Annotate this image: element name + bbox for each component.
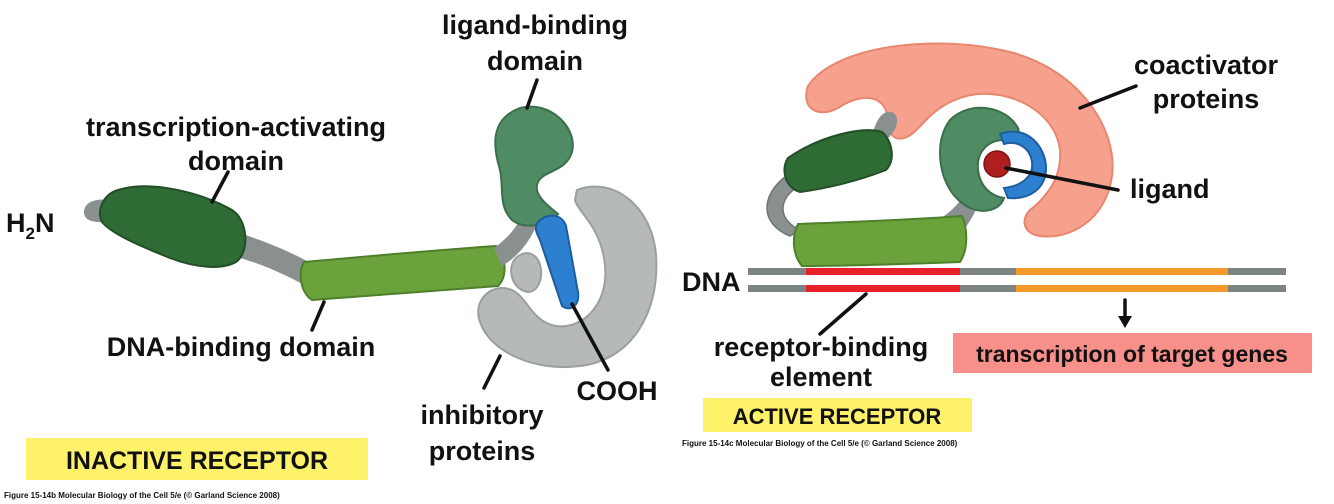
transcription-activating-domain — [99, 185, 247, 268]
receptor-binding-element-top — [806, 268, 960, 275]
label-dna: DNA — [682, 267, 741, 297]
target-genes-box — [953, 333, 1312, 373]
label-transcription-activating-line2: domain — [188, 146, 284, 176]
inhibitory-protein-lobe — [510, 252, 543, 294]
label-cooh: COOH — [577, 376, 658, 406]
target-arrow-head — [1118, 316, 1132, 328]
inactive-receptor-panel: ligand-binding domain transcription-acti… — [4, 10, 658, 500]
label-h2n-sub: 2 — [26, 224, 35, 243]
coactivator-leader — [1078, 84, 1138, 110]
ligand-binding-helix — [534, 214, 580, 310]
inactive-caption: Figure 15-14b Molecular Biology of the C… — [4, 491, 280, 500]
target-gene-top — [1016, 268, 1228, 275]
label-h2n: H2N — [6, 208, 54, 243]
active-ligand-binding-helix — [998, 130, 1048, 200]
dna-binding-domain — [299, 244, 506, 302]
label-ligand-binding-line2: domain — [487, 46, 583, 76]
target-gene-bottom — [1016, 285, 1228, 292]
ligand-binding-leader — [525, 78, 539, 110]
label-h2n-n: N — [35, 208, 55, 238]
label-ligand: ligand — [1130, 174, 1210, 204]
linker-1 — [232, 232, 312, 286]
label-receptor-binding-line1: receptor-binding — [714, 332, 929, 362]
active-receptor-panel: coactivator proteins ligand DNA receptor… — [682, 42, 1312, 448]
ligand-molecule — [983, 150, 1011, 178]
label-h2n-h: H — [6, 208, 26, 238]
label-receptor-binding-line2: element — [770, 362, 872, 392]
inactive-title-box — [26, 438, 368, 480]
active-caption: Figure 15-14c Molecular Biology of the C… — [682, 439, 958, 448]
active-title-box — [703, 398, 972, 432]
transcription-activating-leader — [210, 170, 230, 204]
receptor-binding-element-bottom — [806, 285, 960, 292]
dna-strands — [748, 268, 1286, 292]
label-inhibitory-line2: proteins — [429, 436, 536, 466]
dna-binding-leader — [310, 300, 326, 332]
inactive-title: INACTIVE RECEPTOR — [66, 447, 328, 475]
coactivator-protein — [805, 42, 1114, 238]
active-dna-binding-domain — [792, 214, 968, 268]
cooh-leader — [570, 302, 610, 372]
label-transcription-target: transcription of target genes — [976, 341, 1288, 367]
label-ligand-binding-line1: ligand-binding — [442, 10, 628, 40]
linker-2 — [494, 216, 536, 266]
receptor-binding-leader — [818, 292, 868, 336]
label-coactivator-line2: proteins — [1153, 84, 1260, 114]
inhibitory-leader — [482, 354, 502, 390]
label-inhibitory-line1: inhibitory — [421, 400, 544, 430]
inhibitory-protein — [477, 185, 658, 368]
label-coactivator-line1: coactivator — [1134, 50, 1279, 80]
ligand-leader — [1004, 166, 1120, 192]
label-dna-binding: DNA-binding domain — [107, 332, 375, 362]
ligand-binding-domain — [494, 105, 574, 227]
label-transcription-activating-line1: transcription-activating — [86, 112, 386, 142]
active-title: ACTIVE RECEPTOR — [733, 404, 942, 429]
active-transcription-activating-domain — [783, 129, 893, 194]
